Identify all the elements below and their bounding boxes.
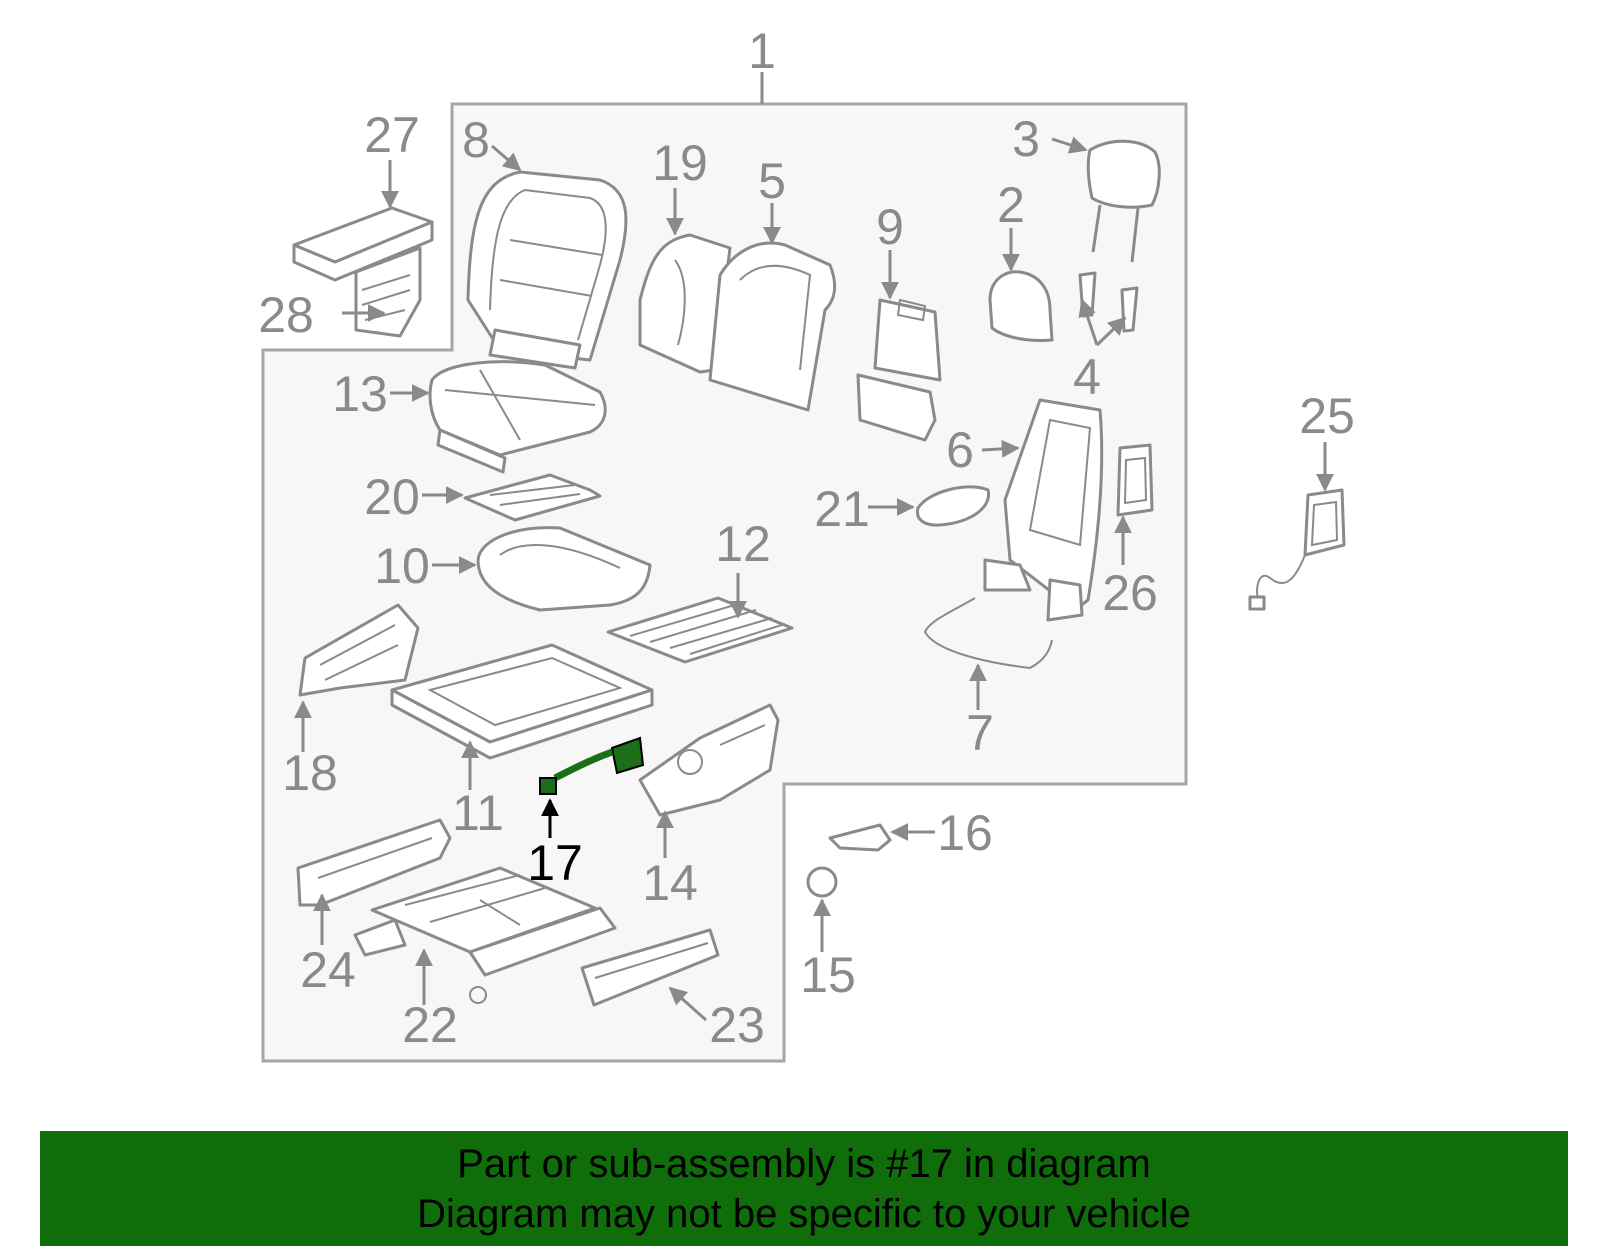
- part-2-headrest-guide[interactable]: [988, 270, 1054, 342]
- part-27-28-console[interactable]: [292, 206, 434, 338]
- callout-21: 21: [814, 481, 870, 537]
- part-8-seat-back-cover[interactable]: [466, 170, 628, 370]
- callout-6: 6: [946, 422, 974, 478]
- part-11-cushion-frame[interactable]: [390, 643, 654, 760]
- part-9-lumbar-support[interactable]: [856, 298, 942, 442]
- part-18-side-shield[interactable]: [298, 603, 420, 697]
- part-15-cap[interactable]: [806, 866, 838, 898]
- callout-2: 2: [997, 177, 1025, 233]
- callout-16: 16: [937, 805, 993, 861]
- callout-18: 18: [282, 745, 338, 801]
- callout-5: 5: [758, 153, 786, 209]
- callout-26: 26: [1102, 565, 1158, 621]
- part-23-track-cover[interactable]: [580, 928, 720, 1007]
- callout-23: 23: [709, 997, 765, 1053]
- part-3-headrest[interactable]: [1086, 139, 1161, 263]
- callout-1: 1: [748, 23, 776, 79]
- leader-3: [1051, 136, 1088, 154]
- callout-4: 4: [1073, 349, 1101, 405]
- callout-15: 15: [800, 947, 856, 1003]
- callout-13: 13: [332, 366, 388, 422]
- part-25-airbag-module[interactable]: [1248, 488, 1346, 611]
- callout-8: 8: [462, 112, 490, 168]
- callout-19: 19: [652, 135, 708, 191]
- callout-20: 20: [364, 469, 420, 525]
- banner-line-1: Part or sub-assembly is #17 in diagram: [457, 1141, 1151, 1186]
- callout-28: 28: [258, 287, 314, 343]
- leader-6: [981, 439, 1020, 458]
- info-banner: Part or sub-assembly is #17 in diagram D…: [40, 1131, 1568, 1246]
- part-21-trim-cover[interactable]: [915, 485, 991, 527]
- part-20-heater-pad[interactable]: [463, 473, 602, 522]
- callout-10: 10: [374, 538, 430, 594]
- part-16-bezel[interactable]: [828, 823, 892, 852]
- callout-11: 11: [452, 785, 504, 841]
- part-6-seat-back-frame[interactable]: [983, 398, 1104, 622]
- leader-23: [668, 986, 707, 1022]
- leader-4a: [1078, 298, 1099, 346]
- callout-25: 25: [1299, 388, 1355, 444]
- part-5-back-pad[interactable]: [708, 241, 837, 412]
- part-24-track-cover[interactable]: [296, 818, 452, 907]
- leader-8: [491, 144, 522, 172]
- callout-14: 14: [642, 855, 698, 911]
- callout-27: 27: [364, 107, 420, 163]
- callout-3: 3: [1012, 111, 1040, 167]
- part-26-side-panel[interactable]: [1116, 443, 1154, 517]
- part-10-cushion-pad[interactable]: [476, 526, 652, 612]
- seat-parts-diagram: 1 2 3 4 5 6 7 8 9 10 11 12 13 14 15 16 1…: [258, 23, 1355, 1063]
- callout-17: 17: [527, 835, 583, 891]
- part-13-cushion-cover[interactable]: [428, 360, 607, 474]
- callout-12: 12: [715, 516, 771, 572]
- callout-22: 22: [402, 997, 458, 1053]
- part-7-wire-harness[interactable]: [923, 597, 1053, 670]
- leader-4b: [1095, 316, 1127, 347]
- part-17-harness-highlighted[interactable]: [539, 736, 645, 795]
- callout-7: 7: [966, 705, 994, 761]
- callout-9: 9: [876, 199, 904, 255]
- part-22-seat-adjuster[interactable]: [353, 866, 617, 1004]
- callout-24: 24: [300, 942, 356, 998]
- banner-line-2: Diagram may not be specific to your vehi…: [417, 1191, 1191, 1236]
